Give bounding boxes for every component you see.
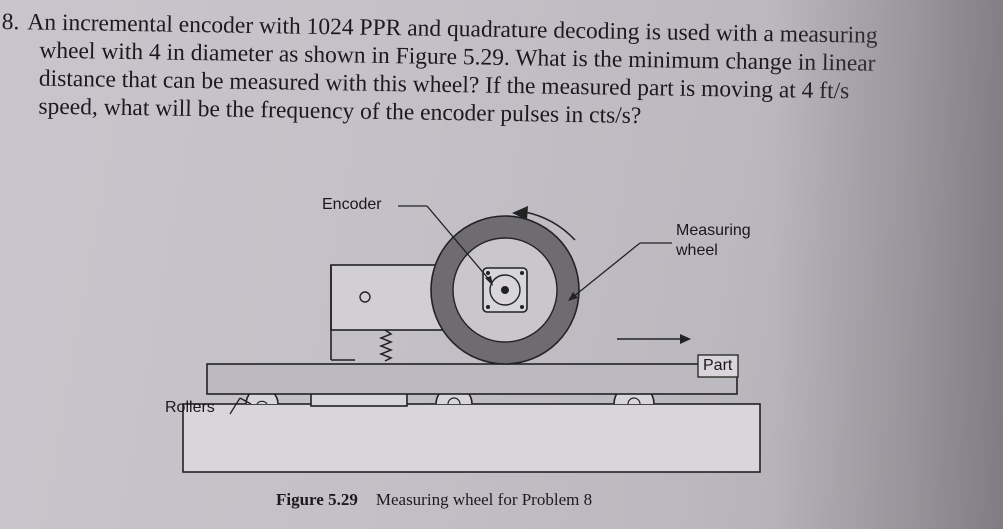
spring	[378, 329, 394, 362]
label-measuring: Measuring	[676, 222, 751, 239]
label-wheel: wheel	[676, 242, 718, 259]
base-platform	[182, 403, 761, 473]
label-part: Part	[703, 357, 733, 374]
caption-label: Figure 5.29	[276, 490, 358, 509]
caption-text: Measuring wheel for Problem 8	[375, 490, 593, 509]
part-bar	[206, 363, 738, 395]
label-encoder: Encoder	[322, 196, 382, 213]
label-rollers: Rollers	[165, 399, 215, 416]
figure-caption: Figure 5.29 Measuring wheel for Problem 8	[276, 490, 592, 510]
arm-pivot	[359, 291, 371, 303]
rotation-arrow	[524, 211, 576, 241]
